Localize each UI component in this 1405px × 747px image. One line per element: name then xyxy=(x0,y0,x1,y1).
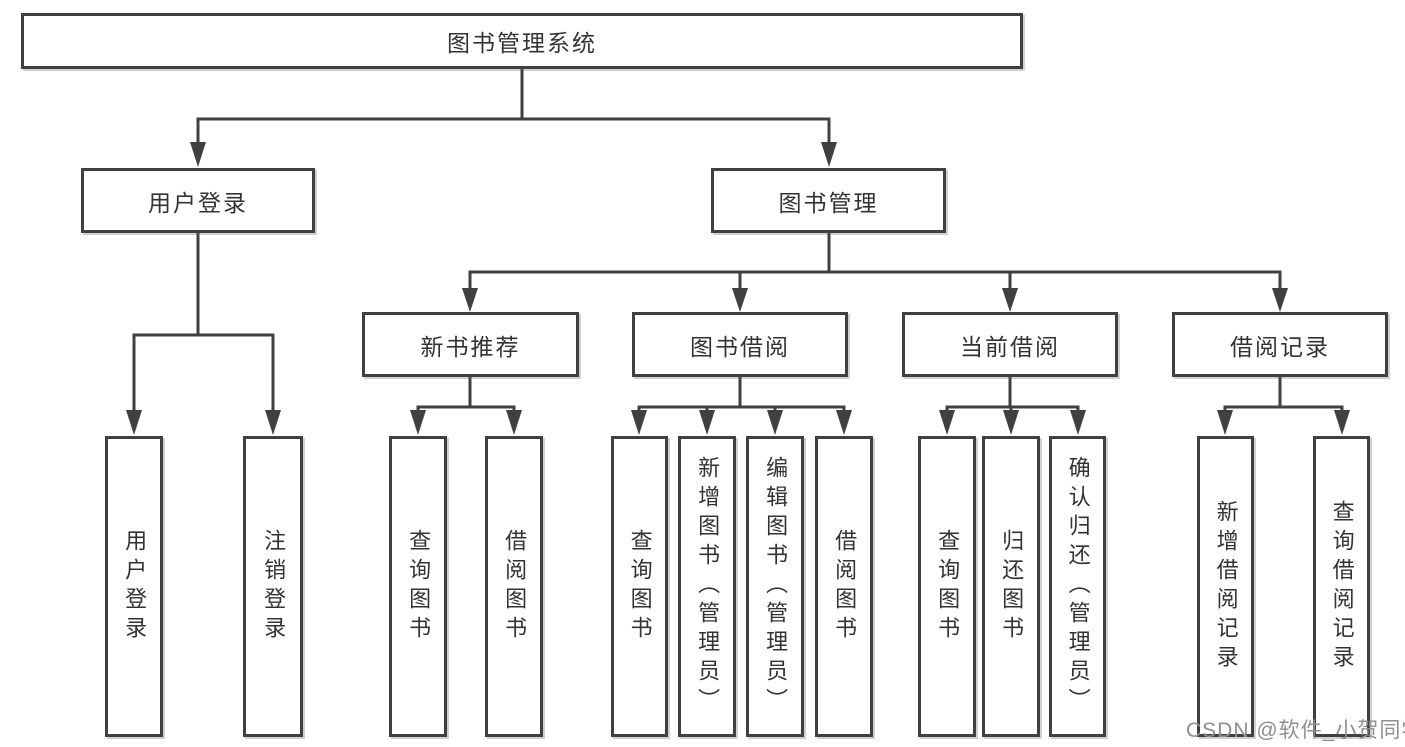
node-book-management: 图书管理 xyxy=(711,168,946,233)
leaf-confirm-return-admin: 确认归还（管理员） xyxy=(1049,436,1106,737)
leaf-return-book-label: 归还图书 xyxy=(999,528,1025,645)
leaf-edit-book-admin: 编辑图书（管理员） xyxy=(746,436,804,737)
leaf-user-login: 用户登录 xyxy=(105,436,163,737)
leaf-borrow-books-borrowing: 借阅图书 xyxy=(815,436,873,737)
node-borrowing-records: 借阅记录 xyxy=(1172,312,1388,377)
branch-book-borrowing xyxy=(631,377,852,435)
node-book-borrowing-label: 图书借阅 xyxy=(690,333,790,360)
leaf-add-borrow-record-label: 新增借阅记录 xyxy=(1213,499,1239,674)
leaf-query-books-borrowing: 查询图书 xyxy=(611,436,668,737)
leaf-borrow-books-recommend-label: 借阅图书 xyxy=(502,528,528,645)
node-new-book-recommend: 新书推荐 xyxy=(362,312,579,377)
node-library-system: 图书管理系统 xyxy=(21,13,1023,69)
node-new-book-recommend-label: 新书推荐 xyxy=(420,333,521,360)
branch-user-login xyxy=(126,233,281,435)
leaf-borrow-books-borrowing-label: 借阅图书 xyxy=(832,528,858,645)
leaf-add-borrow-record: 新增借阅记录 xyxy=(1197,436,1254,737)
branch-borrowing-records xyxy=(1217,377,1350,435)
leaf-query-books-recommend-label: 查询图书 xyxy=(406,528,432,645)
branch-book-management xyxy=(462,233,1288,312)
branch-root xyxy=(190,69,837,167)
leaf-edit-book-admin-label: 编辑图书（管理员） xyxy=(763,456,789,717)
node-book-management-label: 图书管理 xyxy=(778,189,879,216)
leaf-query-books-borrowing-label: 查询图书 xyxy=(627,528,653,645)
leaf-add-book-admin: 新增图书（管理员） xyxy=(678,436,736,737)
branch-current-borrowing xyxy=(939,377,1086,435)
node-user-login: 用户登录 xyxy=(81,168,315,233)
node-borrowing-records-label: 借阅记录 xyxy=(1230,333,1330,360)
leaf-add-book-admin-label: 新增图书（管理员） xyxy=(695,456,721,717)
leaf-query-books-current: 查询图书 xyxy=(918,436,976,737)
leaf-query-books-recommend: 查询图书 xyxy=(389,436,447,737)
node-current-borrowing-label: 当前借阅 xyxy=(960,333,1060,360)
watermark: CSDN @软件_小贺同学 xyxy=(1186,719,1405,742)
leaf-logout-login-label: 注销登录 xyxy=(261,528,287,645)
node-user-login-label: 用户登录 xyxy=(148,189,248,216)
leaf-query-borrow-record: 查询借阅记录 xyxy=(1313,436,1370,737)
node-library-system-label: 图书管理系统 xyxy=(447,30,597,56)
leaf-confirm-return-admin-label: 确认归还（管理员） xyxy=(1065,456,1091,717)
leaf-return-book: 归还图书 xyxy=(982,436,1040,737)
leaf-logout-login: 注销登录 xyxy=(243,436,303,737)
leaf-query-books-current-label: 查询图书 xyxy=(935,528,961,645)
leaf-user-login-label: 用户登录 xyxy=(122,528,148,645)
leaf-borrow-books-recommend: 借阅图书 xyxy=(485,436,543,737)
branch-new-book-recommend xyxy=(410,377,522,435)
leaf-query-borrow-record-label: 查询借阅记录 xyxy=(1329,499,1355,674)
node-current-borrowing: 当前借阅 xyxy=(902,312,1118,377)
node-book-borrowing: 图书借阅 xyxy=(632,312,848,377)
